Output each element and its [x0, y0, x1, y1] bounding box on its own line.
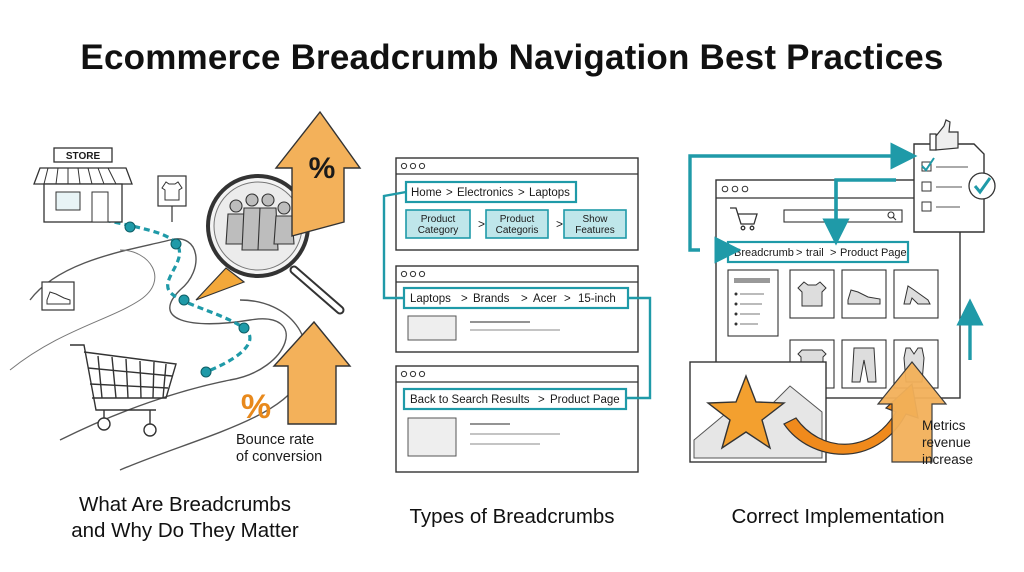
impl-trail-product: Product Page: [840, 247, 907, 259]
search-icon: [887, 211, 897, 221]
panel-2: Home > Electronics > Laptops Product Cat…: [382, 157, 652, 473]
path-node: [178, 294, 190, 306]
page-title: Ecommerce Breadcrumb Navigation Best Pra…: [80, 38, 944, 77]
people-icon: [225, 193, 295, 251]
hierarchy-trail-home: Home: [411, 187, 442, 199]
impl-trail-trail: trail: [806, 247, 824, 259]
search-bar: [783, 209, 903, 223]
path-node: [124, 221, 136, 233]
growth-arrow-icon: %: [241, 320, 352, 426]
browser-window-history: Back to Search Results > Product Page: [395, 365, 639, 473]
cart-icon: [730, 207, 758, 231]
browser-window-hierarchy: Home > Electronics > Laptops Product Cat…: [395, 157, 639, 251]
svg-text:Product: Product: [421, 214, 456, 225]
store-sign-text: STORE: [66, 151, 101, 162]
path-node: [170, 238, 182, 250]
svg-text:>: >: [518, 187, 525, 199]
checklist-icon: [913, 143, 996, 233]
thumbs-up-icon: [929, 119, 959, 151]
product-tile: [841, 339, 887, 389]
svg-text:>: >: [564, 293, 571, 305]
hierarchy-trail-laptops: Laptops: [529, 187, 570, 199]
svg-text:>: >: [461, 293, 468, 305]
caption-correct-implementation: Correct Implementation: [731, 505, 945, 528]
svg-text:Show: Show: [582, 214, 608, 225]
attribute-trail-size: 15-inch: [578, 293, 616, 305]
shopping-cart-icon: [70, 344, 177, 437]
svg-text:Categoris: Categoris: [496, 225, 539, 236]
path-node: [238, 322, 250, 334]
path-node: [200, 366, 212, 378]
svg-text:Product: Product: [500, 214, 535, 225]
caption-line-1: What Are Breadcrumbs: [79, 493, 291, 516]
pointer-shape: [195, 267, 246, 301]
pants-icon: [851, 347, 877, 383]
attribute-trail-laptops: Laptops: [410, 293, 451, 305]
svg-text:>: >: [796, 247, 802, 259]
store-icon: STORE: [33, 147, 133, 223]
attribute-trail-acer: Acer: [533, 293, 557, 305]
up-arrow-icon: %: [274, 110, 362, 237]
history-trail-product: Product Page: [550, 394, 620, 406]
shoe-icon: [847, 289, 881, 305]
svg-text:>: >: [830, 247, 836, 259]
svg-text:>: >: [446, 187, 453, 199]
star-icon: [706, 374, 786, 450]
percent-top: %: [309, 152, 336, 185]
metrics-line-2: revenue: [922, 435, 971, 450]
browser-window-attribute: Laptops > Brands > Acer > 15-inch: [395, 265, 639, 353]
panel-1: STORE: [9, 110, 362, 471]
annotation-line-2: of conversion: [236, 449, 322, 465]
product-tile: [841, 269, 887, 319]
svg-text:>: >: [478, 217, 485, 231]
history-trail-back: Back to Search Results: [410, 394, 530, 406]
panel-3: Breadcrumb > trail > Product Page: [688, 119, 996, 467]
metrics-line-3: increase: [922, 452, 973, 467]
impl-trail-breadcrumb: Breadcrumb: [734, 247, 794, 259]
percent-bottom: %: [241, 388, 271, 426]
shirt-icon: [157, 175, 187, 222]
attribute-trail-brands: Brands: [473, 293, 510, 305]
svg-text:Features: Features: [575, 225, 614, 236]
caption-line-2: and Why Do They Matter: [71, 519, 299, 542]
svg-text:>: >: [538, 394, 545, 406]
annotation-line-1: Bounce rate: [236, 432, 314, 448]
tshirt-icon: [797, 281, 827, 307]
hierarchy-trail-electronics: Electronics: [457, 187, 513, 199]
shoe-icon: [41, 281, 75, 311]
svg-text:>: >: [521, 293, 528, 305]
svg-text:>: >: [556, 217, 563, 231]
breadcrumb-path-line: [94, 216, 252, 374]
svg-text:Category: Category: [418, 225, 459, 236]
metrics-line-1: Metrics: [922, 418, 966, 433]
up-arrow-right-icon: [876, 361, 948, 463]
caption-what-are-breadcrumbs: What Are Breadcrumbs and Why Do They Mat…: [40, 492, 330, 544]
caption-types-of-breadcrumbs: Types of Breadcrumbs: [409, 505, 615, 528]
heel-icon: [903, 285, 931, 305]
